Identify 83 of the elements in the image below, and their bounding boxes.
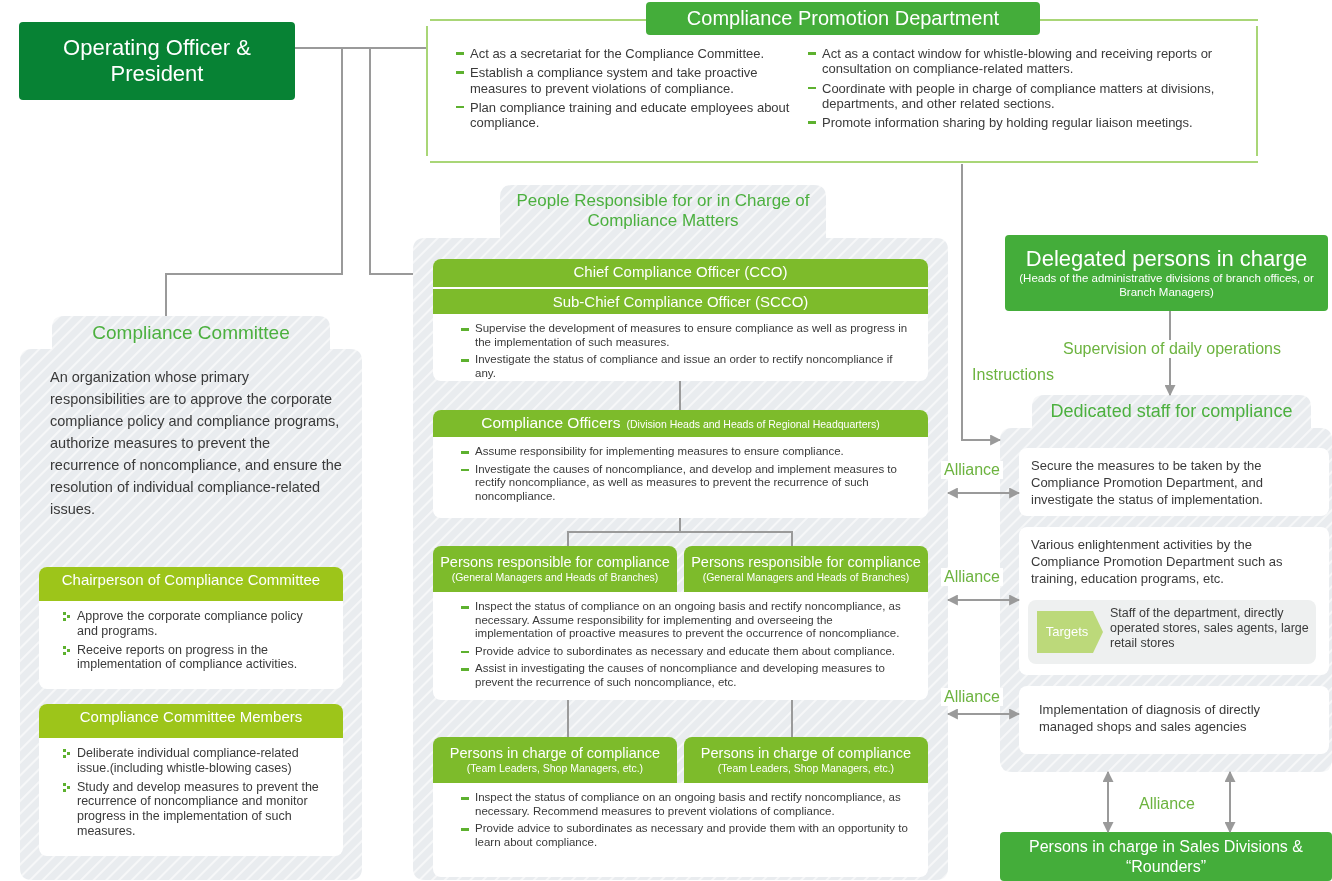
subtitle-text: (Team Leaders, Shop Managers, etc.) bbox=[465, 762, 645, 775]
heading: Persons in charge in Sales Divisions & “Rounders” bbox=[1028, 837, 1304, 876]
arrow bbox=[946, 487, 1021, 499]
heading: Chief Compliance Officer (CCO) bbox=[573, 263, 788, 280]
heading: Persons in charge of compliance bbox=[448, 745, 662, 763]
subtitle-text: (Team Leaders, Shop Managers, etc.) bbox=[716, 762, 896, 775]
heading: Compliance Promotion Department bbox=[646, 2, 1040, 35]
connector-line bbox=[679, 380, 681, 411]
bullet-text: Inspect the status of compliance on an ongoing basis and rectify noncompliance, as necessary. Recommend measures to prevent violations of compliance. bbox=[459, 791, 908, 819]
bullet-text: Inspect the status of compliance on an ongoing basis and rectify noncompliance, as necessary. Assume responsibility for implementing and overseeing the implementation of proactive measures to prevent the occurrence of noncompliance. bbox=[459, 600, 908, 641]
bullet-text: Provide advice to subordinates as necessary and educate them about compliance. bbox=[459, 644, 908, 659]
bullet-text: Investigate the status of compliance and issue an order to rectify noncompliance if any. bbox=[459, 353, 908, 381]
task-card bbox=[1019, 448, 1329, 516]
arrow bbox=[946, 594, 1021, 606]
heading: Sub-Chief Compliance Officer (SCCO) bbox=[552, 293, 809, 310]
bullet-text: Establish a compliance system and take proactive measures to prevent violations of compliance. bbox=[454, 65, 794, 96]
heading: Operating Officer & President bbox=[62, 34, 252, 88]
subtitle-text: (Division Heads and Heads of Regional Headquarters) bbox=[626, 418, 880, 430]
subtitle-text: (Heads of the administrative divisions of branch offices, or Branch Managers) bbox=[1018, 272, 1315, 300]
heading: Delegated persons in charge bbox=[1025, 246, 1308, 273]
role-card bbox=[433, 592, 928, 700]
heading: Persons in charge of compliance bbox=[699, 745, 913, 763]
role-header bbox=[684, 737, 928, 783]
subtitle-text: (General Managers and Heads of Branches) bbox=[701, 571, 911, 584]
edge-label: Supervision of daily operations bbox=[1060, 340, 1284, 358]
task-card bbox=[1019, 527, 1329, 675]
role-header bbox=[433, 546, 677, 592]
bullet-text: Coordinate with people in charge of compliance matters at divisions, departments, and other related sections. bbox=[806, 80, 1246, 112]
bullet-text: Study and develop measures to prevent the recurrence of noncompliance and monitor progress in the implementation of such measures. bbox=[61, 779, 325, 839]
heading: Compliance Committee Members bbox=[79, 708, 303, 725]
description-text: Implementation of diagnosis of directly managed shops and sales agencies bbox=[1038, 701, 1262, 736]
connector-line bbox=[165, 47, 343, 317]
heading: Persons responsible for compliance bbox=[690, 554, 922, 572]
bullet-text: Plan compliance training and educate employees about compliance. bbox=[454, 100, 794, 131]
role-header bbox=[433, 737, 677, 783]
bullet-text: Investigate the causes of noncompliance, and develop and implement measures to rectify noncompliance, as well as measures to prevent the recurrence of such noncompliance. bbox=[459, 462, 908, 504]
edge-label: Alliance bbox=[941, 461, 1003, 479]
edge-label: Alliance bbox=[941, 568, 1003, 586]
target-box bbox=[1028, 600, 1316, 664]
bullet-text: Supervise the development of measures to ensure compliance as well as progress in the implementation of such measures. bbox=[459, 322, 908, 350]
task-card bbox=[1019, 686, 1329, 754]
bullet-text: Deliberate individual compliance-related issue.(including whistle-blowing cases) bbox=[61, 746, 325, 776]
bullet-text: Receive reports on progress in the implementation of compliance activities. bbox=[61, 642, 325, 672]
bullet-text: Assume responsibility for implementing measures to ensure compliance. bbox=[459, 445, 908, 459]
department-frame bbox=[426, 2, 1260, 164]
arrow bbox=[1102, 770, 1114, 834]
description-text: Secure the measures to be taken by the Compliance Promotion Department, and investigate the status of implementation. bbox=[1030, 457, 1264, 509]
heading: Persons responsible for compliance bbox=[439, 554, 671, 572]
role-header bbox=[684, 546, 928, 592]
connector-line bbox=[294, 47, 414, 275]
description-text: Various enlightenment activities by the Compliance Promotion Department such as training, education programs, etc. bbox=[1030, 536, 1284, 588]
tag-text: Targets bbox=[1044, 624, 1090, 639]
heading: Compliance Committee bbox=[91, 322, 291, 345]
bullet-text: Provide advice to subordinates as necessary and provide them with an opportunity to learn about compliance. bbox=[459, 822, 908, 850]
heading: Chairperson of Compliance Committee bbox=[61, 571, 321, 588]
role-card bbox=[433, 783, 928, 877]
delegate-box bbox=[1005, 235, 1328, 311]
staff-panel bbox=[1000, 395, 1332, 772]
heading: People Responsible for or in Charge of Compliance Matters bbox=[515, 191, 811, 232]
arrow bbox=[946, 708, 1021, 720]
bullet-text: Promote information sharing by holding regular liaison meetings. bbox=[806, 115, 1246, 131]
bullet-text: Approve the corporate compliance policy and programs. bbox=[61, 609, 325, 639]
sales-box bbox=[1000, 832, 1332, 881]
connector-line bbox=[567, 699, 569, 738]
description-text: An organization whose primary responsibilities are to approve the corporate compliance policy and compliance programs, authorize measures to prevent the recurrence of noncompliance, and ensure the resolution of individual compliance-related issues. bbox=[50, 368, 342, 520]
committee-panel bbox=[20, 316, 362, 880]
heading: Dedicated staff for compliance bbox=[1049, 401, 1294, 423]
description-text: Staff of the department, directly operated stores, sales agents, large retail stores bbox=[1110, 606, 1310, 651]
role-card bbox=[433, 259, 928, 381]
chevron-tag bbox=[1037, 611, 1103, 653]
role-card bbox=[39, 704, 343, 856]
connector-line bbox=[791, 699, 793, 738]
bullet-text: Act as a secretariat for the Compliance Committee. bbox=[454, 46, 794, 62]
edge-label: Alliance bbox=[941, 688, 1003, 706]
bullet-text: Act as a contact window for whistle-blowing and receiving reports or consultation on compliance-related matters. bbox=[806, 46, 1246, 77]
arrow bbox=[961, 163, 1002, 446]
officer-box bbox=[19, 22, 295, 100]
role-card bbox=[39, 567, 343, 689]
bullet-text: Assist in investigating the causes of noncompliance and developing measures to prevent the recurrence of such noncompliance, etc. bbox=[459, 662, 908, 690]
subtitle-text: (General Managers and Heads of Branches) bbox=[450, 571, 660, 584]
arrow bbox=[1224, 770, 1236, 834]
role-card bbox=[433, 410, 928, 518]
heading: Compliance Officers bbox=[481, 414, 621, 432]
